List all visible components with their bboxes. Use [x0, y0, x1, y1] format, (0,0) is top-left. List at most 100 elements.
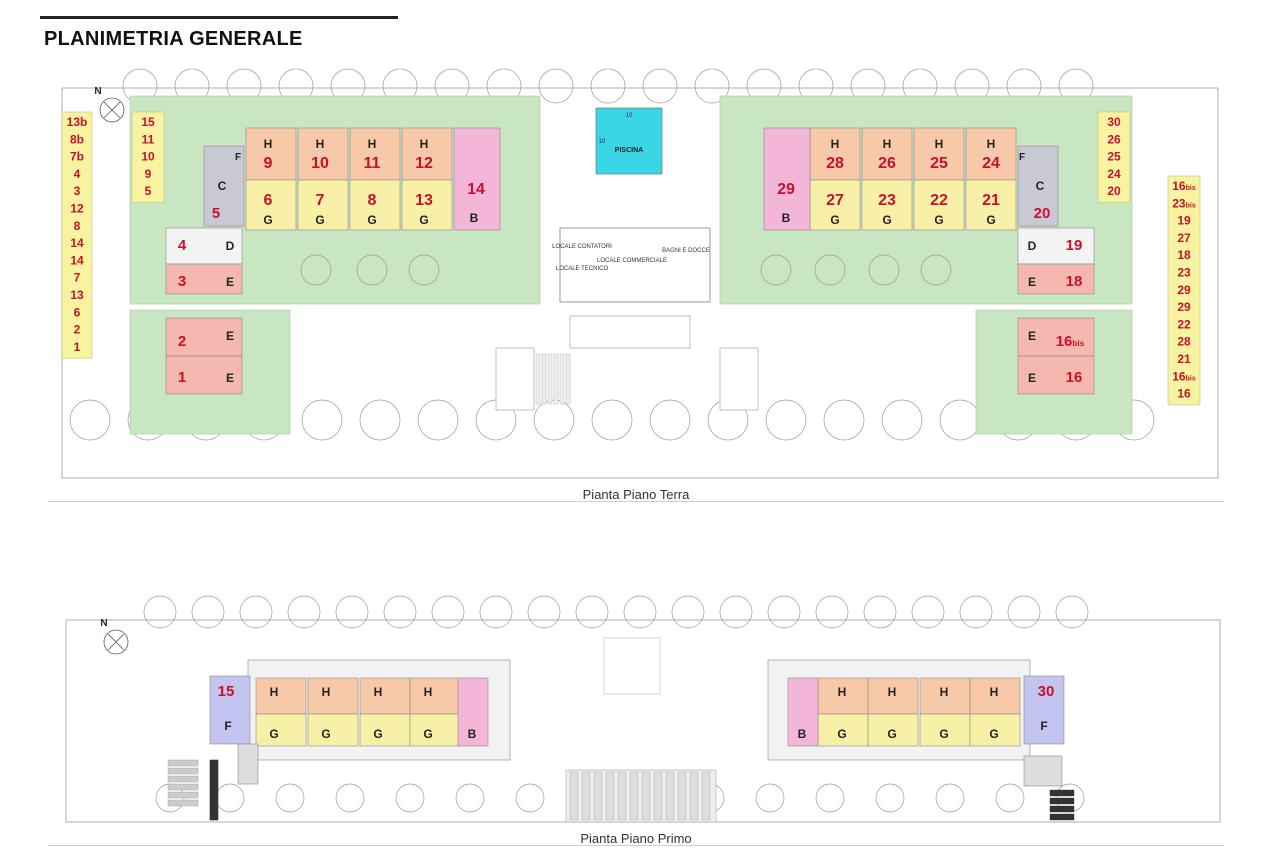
- unit-G: [409, 713, 461, 747]
- unit-H: [969, 677, 1021, 715]
- unit-type-label: G: [887, 727, 896, 741]
- unit-type-label: D: [226, 239, 235, 253]
- tree-icon: [935, 783, 965, 813]
- label-tecnico: LOCALE TECNICO: [556, 266, 609, 272]
- label-contatori: LOCALE CONTATORI: [552, 244, 612, 250]
- legend-entry: 14: [70, 253, 84, 267]
- tree-icon: [694, 68, 730, 104]
- tree-icon: [823, 399, 865, 441]
- unit-type-label: H: [888, 685, 897, 699]
- legend-entry: 26: [1107, 132, 1121, 146]
- unit-number: 10: [311, 155, 329, 172]
- legend-entry: 15: [141, 115, 155, 129]
- unit-number: 20: [1034, 205, 1051, 222]
- plaza-structure: [569, 315, 691, 349]
- tree-icon: [335, 595, 369, 629]
- tree-icon: [395, 783, 425, 813]
- unit-G: [861, 179, 913, 231]
- tree-icon: [719, 595, 753, 629]
- unit-G: [401, 179, 453, 231]
- unit-type-label: G: [986, 213, 995, 227]
- unit-G: [913, 179, 965, 231]
- unit-number: 26: [878, 155, 896, 172]
- stair-tread: [581, 771, 591, 821]
- tree-icon: [649, 399, 691, 441]
- legend-entry: 24: [1107, 167, 1121, 181]
- tree-icon: [995, 783, 1025, 813]
- unit-number: 14: [467, 181, 485, 198]
- pool-outline: [603, 637, 661, 695]
- tree-icon: [191, 595, 225, 629]
- plaza-structure: [495, 347, 535, 411]
- unit-number: 1: [178, 369, 186, 386]
- unit-G: [817, 713, 869, 747]
- unit-type-label: H: [322, 685, 331, 699]
- legend-entry: 5: [145, 184, 152, 198]
- tree-icon: [868, 254, 900, 286]
- legend-entry: 13: [70, 288, 84, 302]
- unit-H: [307, 677, 359, 715]
- unit-G: [867, 713, 919, 747]
- legend-entry: 7: [74, 271, 81, 285]
- tree-icon: [590, 68, 626, 104]
- stair-tread: [593, 771, 603, 821]
- unit-G: [255, 713, 307, 747]
- unit-H: [255, 677, 307, 715]
- stair-tread: [665, 771, 675, 821]
- tree-icon: [359, 399, 401, 441]
- legend-entry: 14: [70, 236, 84, 250]
- unit-E: [1017, 355, 1095, 395]
- unit-number: 8: [368, 192, 377, 209]
- pool-dim-height: 10: [599, 139, 606, 145]
- legend-entry: 23: [1177, 266, 1191, 280]
- unit-B: [787, 677, 819, 747]
- compass-north-label: N: [100, 618, 107, 629]
- unit-number: 24: [982, 155, 1000, 172]
- tree-icon: [911, 595, 945, 629]
- unit-type-label: H: [935, 137, 944, 151]
- unit-number: 2: [178, 333, 186, 350]
- tree-icon: [515, 783, 545, 813]
- unit-type-label: G: [939, 727, 948, 741]
- unit-type-label: F: [1040, 719, 1047, 733]
- unit-type-label: C: [1036, 179, 1045, 193]
- unit-number: 12: [415, 155, 433, 172]
- stair-tread: [565, 353, 571, 405]
- unit-F: [209, 675, 251, 745]
- stair-block: [1023, 755, 1063, 787]
- unit-type-label: G: [367, 213, 376, 227]
- unit-type-label: C: [218, 179, 227, 193]
- legend-entry: 3: [74, 184, 81, 198]
- unit-H: [965, 127, 1017, 181]
- unit-number: 6: [264, 192, 273, 209]
- unit-type-label: B: [798, 727, 807, 741]
- legend-entry: 30: [1107, 115, 1121, 129]
- stair-tread: [689, 771, 699, 821]
- tree-icon: [301, 399, 343, 441]
- title-rule: [40, 16, 398, 19]
- tree-icon: [959, 595, 993, 629]
- tree-icon: [356, 254, 388, 286]
- caption-first-floor: Pianta Piano Primo: [580, 831, 692, 846]
- tree-icon: [765, 399, 807, 441]
- stair-tread: [629, 771, 639, 821]
- unit-number: 27: [826, 192, 844, 209]
- unit-type-label: B: [782, 211, 791, 225]
- dark-element: [1049, 813, 1075, 821]
- unit-E: [165, 355, 243, 395]
- legend-entry: 28: [1177, 335, 1191, 349]
- unit-type-label: H: [270, 685, 279, 699]
- legend-entry: 9: [145, 167, 152, 181]
- unit-H: [409, 677, 461, 715]
- unit-type-label: E: [226, 329, 234, 343]
- stair-tread: [167, 783, 199, 791]
- pool-label: PISCINA: [615, 147, 643, 154]
- unit-E: [165, 263, 243, 295]
- unit-G: [307, 713, 359, 747]
- unit-type-label: F: [235, 152, 241, 163]
- label-commerciale: LOCALE COMMERCIALE: [597, 258, 667, 264]
- tree-icon: [143, 595, 177, 629]
- unit-G: [965, 179, 1017, 231]
- legend-entry: 4: [74, 167, 81, 181]
- unit-type-label: H: [990, 685, 999, 699]
